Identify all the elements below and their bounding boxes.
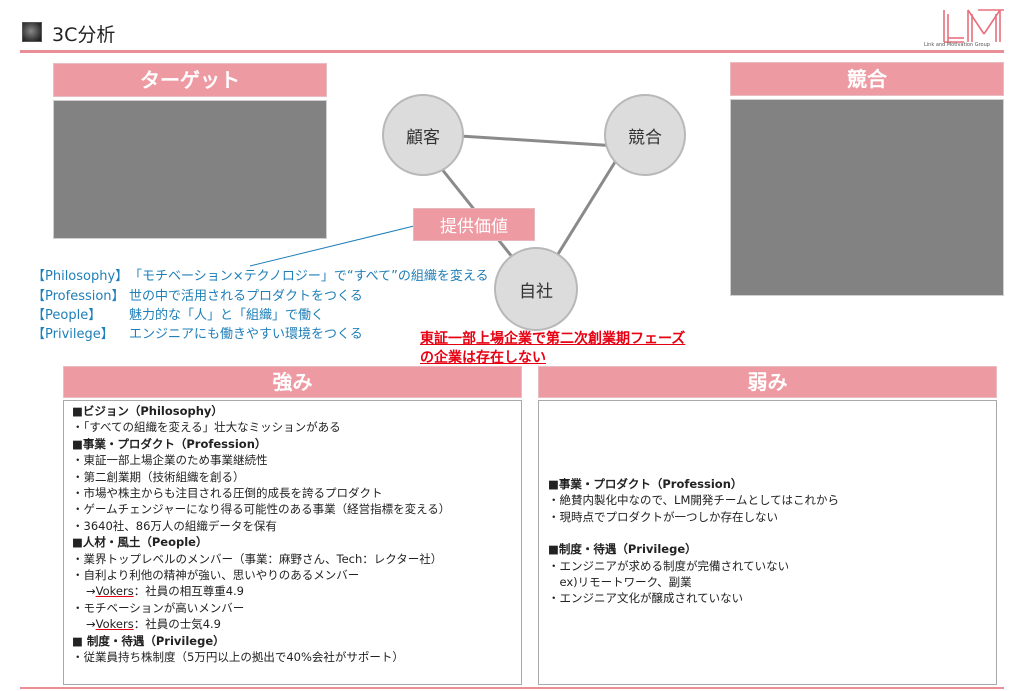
- list-item: ・業界トップレベルのメンバー（事業：麻野さん、Tech：レクター社）: [72, 551, 443, 566]
- lm-logo: [943, 9, 1004, 43]
- strengths-header: 強み: [63, 366, 522, 398]
- company-label: 自社: [519, 281, 553, 302]
- logo-subtext: Link and Motivation Group: [924, 42, 990, 48]
- weaknesses-list: ■事業・プロダクト（Profession） ・絶賛内製化中なので、LM開発チーム…: [548, 476, 839, 607]
- competitor-header: 競合: [730, 62, 1004, 96]
- privilege-tag: 【Privilege】: [32, 327, 114, 342]
- list-item: ・ゲームチェンジャーになり得る可能性のある事業（経営指標を変える）: [72, 502, 451, 517]
- subitem-text: ：社員の相互尊重4.9: [133, 584, 244, 599]
- list-item: ・自利より利他の精神が強い、思いやりのあるメンバー: [72, 568, 360, 583]
- weaknesses-title: 弱み: [747, 370, 788, 394]
- company-node: 自社: [494, 247, 578, 331]
- weaknesses-panel: [538, 400, 997, 685]
- callout-line-1: 東証一部上場企業で第二次創業期フェーズ: [420, 331, 686, 347]
- title-square-icon: [22, 22, 42, 42]
- strengths-title: 強み: [272, 370, 313, 394]
- arrow-text: →: [86, 584, 96, 599]
- privilege-row: 【Privilege】 エンジニアにも働きやすい環境をつくる: [32, 323, 363, 342]
- target-header: ターゲット: [53, 63, 327, 97]
- list-subitem: →Vokers：社員の士気4.9: [72, 616, 450, 632]
- list-item: ・市場や株主からも注目される圧倒的成長を誇るプロダクト: [72, 486, 383, 501]
- list-item: ・モチベーションが高いメンバー: [72, 600, 245, 615]
- weaknesses-section-heading: ■事業・プロダクト（Profession）: [548, 477, 743, 491]
- people-tag: 【People】: [32, 308, 102, 323]
- vokers-link-text: Vokers: [95, 617, 134, 632]
- strengths-panel: [63, 400, 522, 685]
- competitor-node: 競合: [604, 94, 686, 176]
- list-item: ・従業員持ち株制度（5万円以上の拠出で40%会社がサポート）: [72, 650, 404, 665]
- list-item: ・3640社、86万人の組織データを保有: [72, 518, 277, 533]
- customer-label: 顧客: [406, 127, 440, 148]
- list-item: ・現時点でプロダクトが一つしか存在しない: [548, 509, 778, 524]
- value-proposition-label: 提供価値: [440, 217, 508, 237]
- target-title: ターゲット: [140, 68, 240, 92]
- profession-text: 世の中で活用されるプロダクトをつくる: [129, 289, 363, 304]
- strengths-section-heading: ■事業・プロダクト（Profession）: [72, 436, 267, 451]
- list-item: ex)リモートワーク、副業: [548, 575, 692, 590]
- philosophy-text: 「モチベーション×テクノロジー」で“すべて”の組織を変える: [129, 269, 489, 284]
- list-item: ・「すべての組織を変える」壮大なミッションがある: [72, 420, 341, 435]
- competitor-image-placeholder: [730, 99, 1004, 296]
- people-text: 魅力的な「人」と「組織」で働く: [129, 308, 325, 323]
- header-divider: [20, 50, 1004, 53]
- footer-divider: [20, 687, 1004, 689]
- people-row: 【People】 魅力的な「人」と「組織」で働く: [32, 304, 324, 323]
- list-item: ・絶賛内製化中なので、LM開発チームとしてはこれから: [548, 493, 839, 508]
- strengths-section-heading: ■ 制度・待遇（Privilege）: [72, 633, 225, 648]
- value-proposition-box: 提供価値: [413, 208, 535, 241]
- list-item: ・エンジニア文化が醸成されていない: [548, 591, 744, 606]
- philosophy-tag: 【Philosophy】: [32, 269, 129, 284]
- target-image-placeholder: [53, 100, 327, 239]
- strengths-list: ■ビジョン（Philosophy） ・「すべての組織を変える」壮大なミッションが…: [72, 403, 450, 666]
- arrow-text: →: [86, 617, 96, 632]
- page-title: 3C分析: [52, 24, 116, 46]
- list-item: ・エンジニアが求める制度が完備されていない: [548, 558, 790, 573]
- list-subitem: →Vokers：社員の相互尊重4.9: [72, 583, 450, 599]
- competitor-label: 競合: [628, 127, 662, 148]
- vokers-link-text: Vokers: [95, 584, 134, 599]
- privilege-text: エンジニアにも働きやすい環境をつくる: [129, 327, 363, 342]
- spacer: [548, 525, 839, 541]
- customer-node: 顧客: [382, 94, 464, 176]
- weaknesses-header: 弱み: [538, 366, 997, 398]
- strengths-section-heading: ■人材・風土（People）: [72, 535, 208, 550]
- philosophy-row: 【Philosophy】 「モチベーション×テクノロジー」で“すべて”の組織を変…: [32, 265, 489, 284]
- list-item: ・東証一部上場企業のため事業継続性: [72, 453, 268, 468]
- subitem-text: ：社員の士気4.9: [133, 617, 221, 632]
- strengths-section-heading: ■ビジョン（Philosophy）: [72, 404, 223, 418]
- list-item: ・第二創業期（技術組織を創る）: [72, 469, 245, 484]
- profession-tag: 【Profession】: [32, 289, 125, 304]
- profession-row: 【Profession】 世の中で活用されるプロダクトをつくる: [32, 285, 363, 304]
- weaknesses-section-heading: ■制度・待遇（Privilege）: [548, 542, 697, 557]
- competitor-title: 競合: [847, 67, 887, 91]
- callout-line-2: の企業は存在しない: [420, 350, 546, 366]
